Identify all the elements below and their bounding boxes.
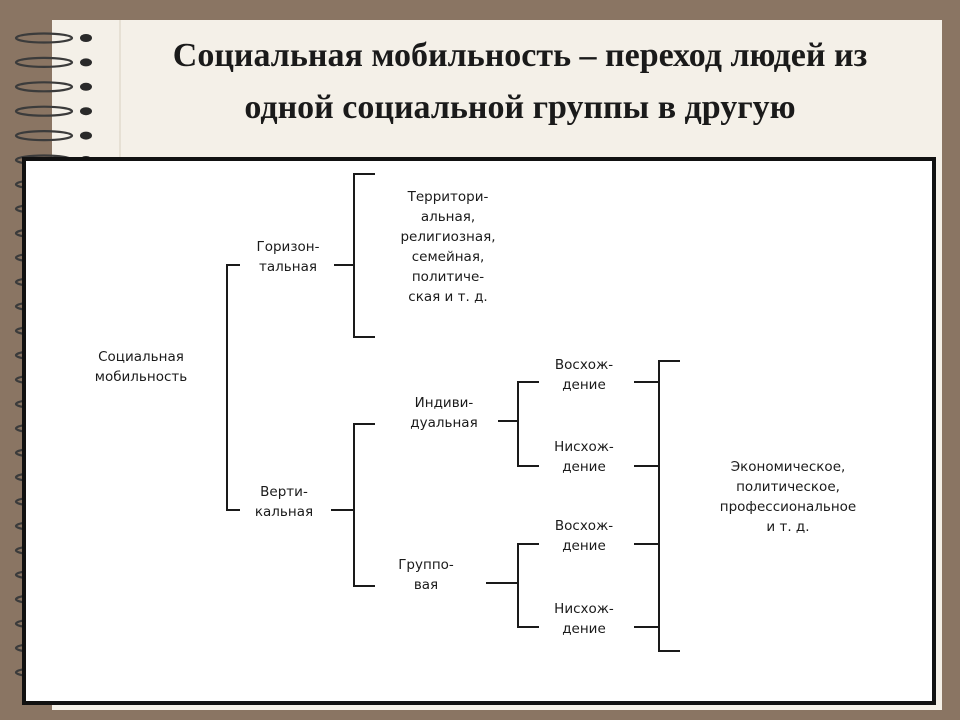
group-node-line: Группо- [398, 557, 454, 573]
individual-up-node-line: Восхож- [555, 357, 613, 373]
binding-hole [80, 34, 92, 42]
binding-ring [14, 32, 74, 44]
individual-node: Индиви-дуальная [410, 395, 477, 431]
group-bracket [517, 543, 539, 628]
binding-ring [14, 56, 74, 69]
individual-down-node: Нисхож-дение [554, 439, 614, 475]
individual-node-line: Индиви- [415, 395, 474, 411]
root-bracket [226, 264, 240, 511]
binding-ring [14, 81, 74, 93]
diagram-frame: Социальная мобильность Горизон-тальная Терр… [22, 157, 936, 705]
horizontal-types-node-line: политиче- [412, 269, 484, 285]
root-node-line: мобильность [95, 369, 188, 385]
group-up-node-line: Восхож- [555, 518, 613, 534]
group-up-node-line: дение [562, 538, 606, 554]
vertical-types-node-line: Экономическое, [731, 459, 846, 475]
vertical-node: Верти-кальная [255, 484, 313, 520]
binding-ring [14, 105, 74, 117]
group-up-node: Восхож-дение [555, 518, 613, 554]
binding-hole [80, 58, 92, 67]
vertical-bracket [353, 423, 375, 587]
individual-down-node-line: Нисхож- [554, 439, 614, 455]
horizontal-types-node-line: ская и т. д. [408, 289, 487, 305]
binding-hole [80, 131, 92, 140]
horizontal-types-node-line: семейная, [412, 249, 485, 265]
group-down-node-line: дение [562, 621, 606, 637]
group-down-node: Нисхож-дение [554, 601, 614, 637]
vertical-types-node-line: и т. д. [766, 519, 809, 535]
individual-down-node-line: дение [562, 459, 606, 475]
group-node-line: вая [414, 577, 438, 593]
binding-hole [80, 82, 92, 91]
individual-up-node-line: дение [562, 377, 606, 393]
binding-hole [80, 107, 92, 116]
root-node: Социальная мобильность [95, 349, 188, 385]
horizontal-types-node-line: Территори- [407, 189, 489, 205]
individual-bracket [517, 381, 539, 467]
horizontal-types-node-line: альная, [421, 209, 475, 225]
slide-title: Социальная мобильность – переход людей и… [172, 37, 868, 126]
individual-node-line: дуальная [410, 415, 477, 431]
vertical-types-node-line: профессиональное [720, 499, 856, 515]
vertical-node-line: Верти- [260, 484, 308, 500]
group-node: Группо-вая [398, 557, 454, 593]
vertical-types-node: Экономическое, политическое, профессиональ… [720, 459, 856, 535]
mobility-diagram: Социальная мобильность Горизон-тальная Терр… [95, 173, 856, 652]
vertical-types-node-line: политическое, [736, 479, 840, 495]
horizontal-node-line: тальная [259, 259, 317, 275]
horizontal-types-bracket [353, 173, 375, 338]
horizontal-node-line: Горизон- [257, 239, 320, 255]
binding-ring [14, 130, 74, 142]
horizontal-node: Горизон-тальная [257, 239, 320, 275]
horizontal-types-node-line: религиозная, [400, 229, 495, 245]
vertical-types-bracket [658, 360, 680, 652]
vertical-node-line: кальная [255, 504, 313, 520]
group-down-node-line: Нисхож- [554, 601, 614, 617]
horizontal-types-node: Территори-альная, религиозная, семейная, по… [400, 189, 495, 305]
individual-up-node: Восхож-дение [555, 357, 613, 393]
root-node-line: Социальная [98, 349, 184, 365]
